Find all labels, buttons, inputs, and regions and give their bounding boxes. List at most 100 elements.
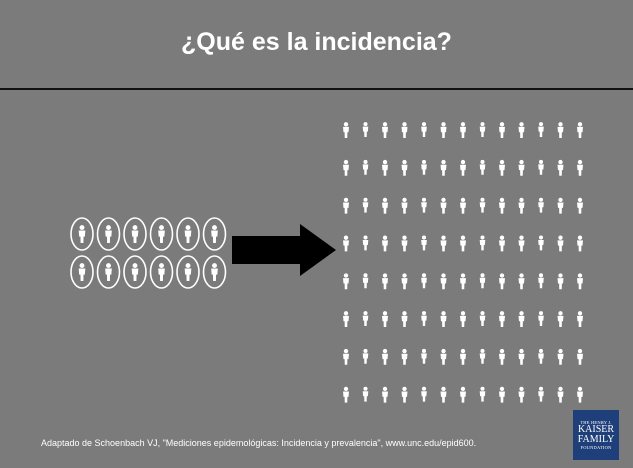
person-icon [440, 348, 447, 365]
person-icon [557, 122, 564, 138]
person-icon [362, 348, 369, 364]
right-arrow-icon [232, 224, 336, 276]
person-icon [499, 273, 505, 290]
person-in-oval-icon [123, 255, 147, 289]
person-in-oval-icon [202, 217, 227, 251]
person-icon [421, 311, 427, 326]
encircled-people-cluster [70, 217, 227, 289]
source-citation: Adaptado de Schoenbach VJ, "Mediciones e… [41, 438, 477, 448]
person-icon [577, 311, 583, 327]
person-icon [577, 235, 583, 252]
person-icon [538, 386, 544, 402]
person-icon [518, 159, 525, 176]
person-icon [518, 311, 525, 327]
person-icon [499, 311, 505, 327]
person-icon [518, 273, 525, 290]
person-icon [401, 159, 408, 176]
kaiser-family-foundation-logo: THE HENRY J. KAISER FAMILY FOUNDATION [573, 410, 619, 460]
person-in-oval-icon [96, 217, 121, 251]
person-icon [343, 311, 349, 327]
person-icon [382, 159, 388, 176]
person-icon [421, 273, 427, 289]
person-icon [577, 197, 583, 214]
person-icon [557, 386, 564, 403]
person-icon [382, 348, 388, 365]
person-icon [421, 159, 427, 175]
person-in-oval-icon [70, 217, 94, 251]
population-grid [343, 122, 583, 403]
person-icon [362, 122, 369, 137]
person-icon [538, 348, 544, 364]
person-icon [460, 273, 466, 290]
person-icon [343, 159, 349, 176]
person-in-oval-icon [176, 255, 200, 289]
person-icon [499, 122, 505, 138]
person-icon [382, 273, 388, 290]
person-icon [557, 159, 564, 176]
person-icon [518, 348, 525, 365]
person-icon [557, 348, 564, 365]
person-in-oval-icon [96, 255, 121, 289]
person-icon [343, 386, 349, 403]
person-icon [362, 386, 369, 402]
person-icon [362, 311, 369, 326]
person-icon [440, 311, 447, 327]
person-icon [499, 197, 505, 214]
person-icon [401, 197, 408, 214]
logo-line-2: FAMILY [577, 434, 615, 445]
person-icon [401, 311, 408, 327]
person-icon [557, 273, 564, 290]
person-icon [577, 348, 583, 365]
person-in-oval-icon [202, 255, 227, 289]
person-icon [479, 122, 486, 137]
person-icon [382, 235, 388, 252]
person-icon [343, 348, 349, 365]
logo-bottom-text: FOUNDATION [580, 445, 612, 450]
person-icon [440, 386, 447, 403]
person-icon [577, 122, 583, 138]
person-icon [479, 159, 486, 175]
person-icon [460, 386, 466, 403]
person-icon [518, 235, 525, 252]
person-icon [421, 348, 427, 364]
person-icon [479, 311, 486, 326]
person-icon [362, 235, 369, 251]
person-icon [479, 197, 486, 213]
person-icon [538, 273, 544, 289]
person-icon [460, 348, 466, 365]
person-icon [401, 348, 408, 365]
person-icon [518, 386, 525, 403]
person-icon [557, 235, 564, 252]
logo-line-1: KAISER [577, 424, 615, 435]
person-icon [401, 273, 408, 290]
person-icon [401, 386, 408, 403]
person-icon [479, 348, 486, 364]
person-icon [460, 159, 466, 176]
person-icon [460, 122, 466, 138]
person-icon [479, 235, 486, 251]
person-icon [460, 235, 466, 252]
person-icon [362, 273, 369, 289]
person-icon [538, 122, 544, 137]
person-icon [460, 197, 466, 214]
title-divider [0, 88, 633, 90]
slide-header: ¿Qué es la incidencia? [0, 0, 633, 88]
person-in-oval-icon [70, 255, 94, 289]
person-icon [557, 197, 564, 214]
person-icon [343, 197, 349, 214]
person-icon [440, 159, 447, 176]
person-icon [499, 386, 505, 403]
person-icon [421, 197, 427, 213]
person-icon [460, 311, 466, 327]
person-icon [421, 235, 427, 251]
person-icon [343, 235, 349, 252]
person-in-oval-icon [176, 217, 200, 251]
person-icon [479, 273, 486, 289]
person-icon [518, 122, 525, 138]
person-icon [382, 386, 388, 403]
person-icon [557, 311, 564, 327]
person-icon [577, 159, 583, 176]
person-icon [382, 311, 388, 327]
person-icon [538, 235, 544, 251]
person-icon [362, 159, 369, 175]
